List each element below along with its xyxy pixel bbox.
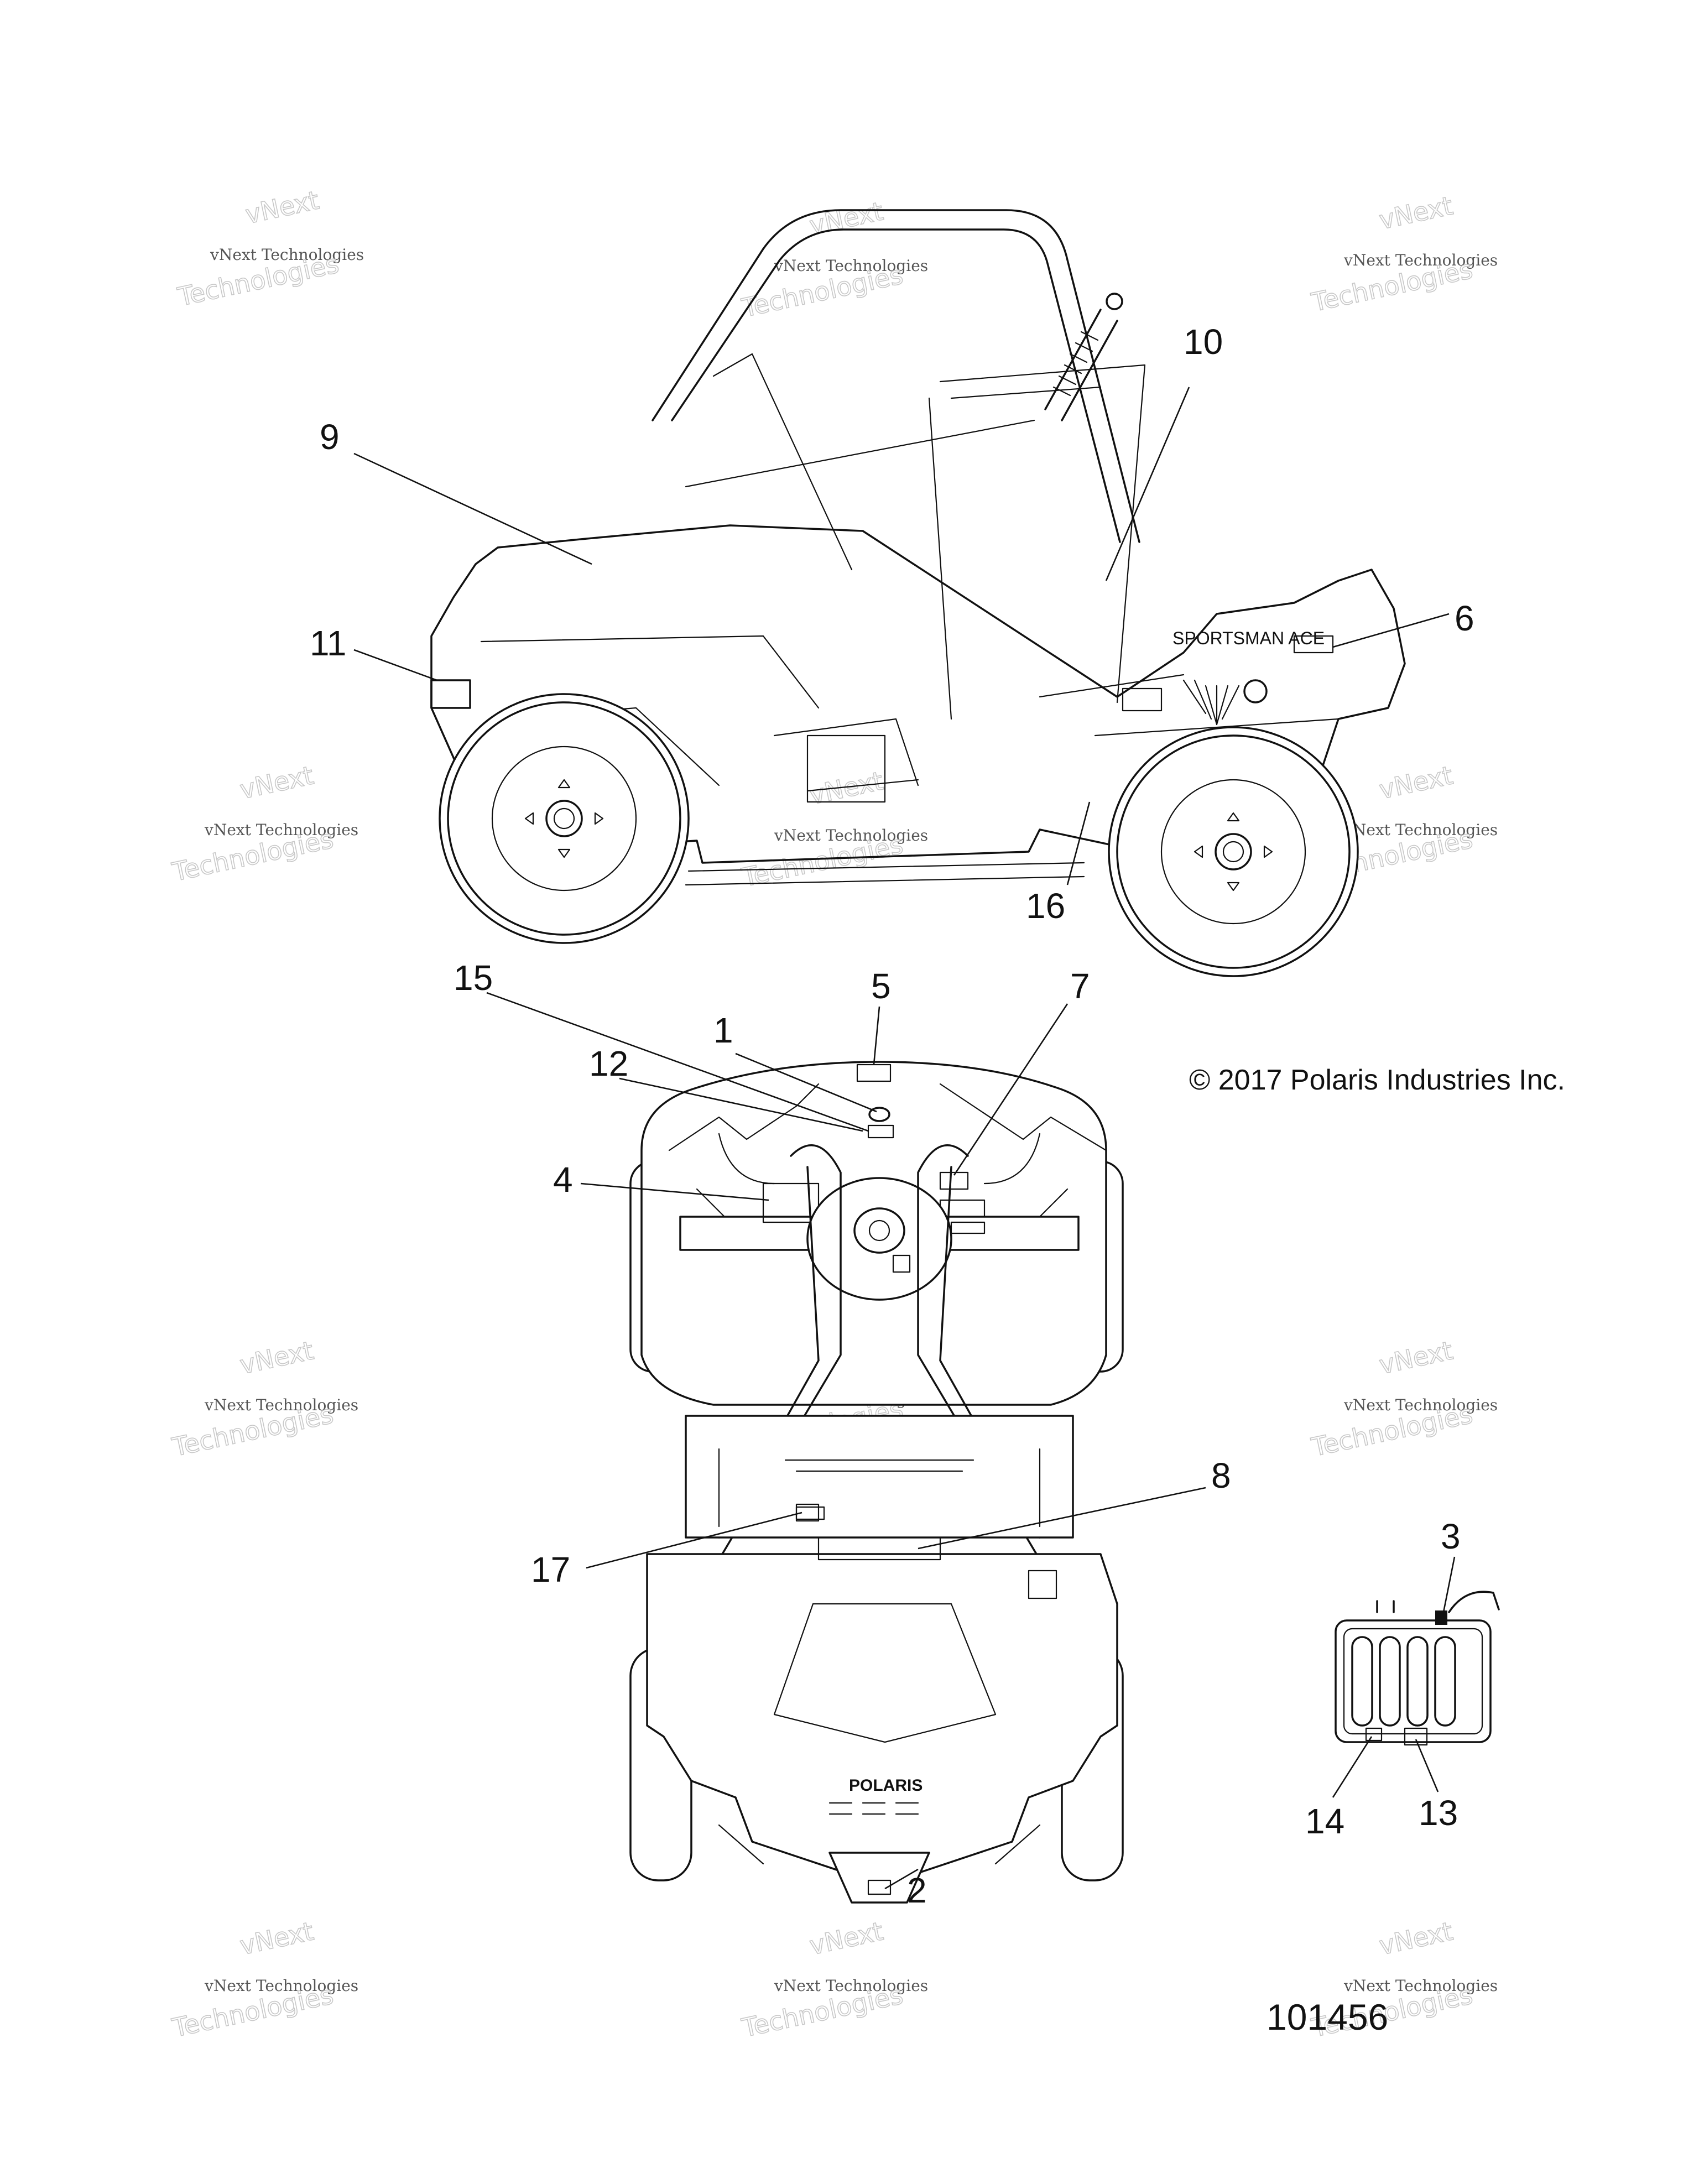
polaris-grille-decal: POLARIS bbox=[849, 1776, 923, 1795]
roll-cage bbox=[652, 209, 1140, 543]
watermark: vNext vNext Technologies Technologies bbox=[1308, 1335, 1498, 1463]
watermark: vNext vNext Technologies Technologies bbox=[174, 185, 364, 312]
side-view-vehicle: SPORTSMAN ACE bbox=[430, 209, 1406, 977]
callout-11: 11 bbox=[310, 623, 346, 663]
rear-wheel bbox=[1108, 726, 1359, 977]
svg-text:vNext Technologies: vNext Technologies bbox=[1343, 1977, 1498, 1995]
callout-9: 9 bbox=[320, 417, 340, 457]
callout-6: 6 bbox=[1455, 598, 1474, 638]
svg-text:vNext: vNext bbox=[1377, 1916, 1456, 1961]
rear-body bbox=[646, 1553, 1118, 1881]
callout-10: 10 bbox=[1184, 322, 1223, 362]
decal-17 bbox=[795, 1506, 825, 1520]
copyright-notice: © 2017 Polaris Industries Inc. bbox=[1189, 1064, 1565, 1096]
front-wheel bbox=[439, 693, 690, 944]
callout-14: 14 bbox=[1305, 1801, 1344, 1841]
decal-4 bbox=[762, 1182, 820, 1223]
svg-text:vNext Technologies: vNext Technologies bbox=[1343, 251, 1498, 269]
rear-hitch bbox=[828, 1852, 930, 1904]
svg-text:vNext: vNext bbox=[807, 765, 886, 810]
svg-text:vNext: vNext bbox=[237, 1335, 316, 1380]
decal-13 bbox=[1404, 1727, 1428, 1746]
callout-5: 5 bbox=[871, 966, 891, 1006]
svg-text:vNext: vNext bbox=[1377, 760, 1456, 805]
callout-13: 13 bbox=[1419, 1793, 1458, 1833]
svg-text:vNext Technologies: vNext Technologies bbox=[1343, 1396, 1498, 1414]
watermark: vNext vNext Technologies Technologies bbox=[1308, 190, 1498, 318]
callout-4: 4 bbox=[553, 1160, 573, 1200]
svg-text:vNext Technologies: vNext Technologies bbox=[1343, 821, 1498, 839]
svg-text:vNext Technologies: vNext Technologies bbox=[774, 826, 928, 845]
svg-text:vNext: vNext bbox=[237, 760, 316, 805]
watermark: vNext vNext Technologies Technologies bbox=[169, 760, 358, 888]
fuel-tank-detail bbox=[1335, 1591, 1500, 1746]
callout-2: 2 bbox=[907, 1870, 927, 1910]
svg-text:vNext: vNext bbox=[1377, 190, 1456, 235]
top-roll-cage bbox=[718, 1144, 1041, 1605]
headlight-decal bbox=[430, 679, 471, 709]
watermark: vNext vNext Technologies Technologies bbox=[738, 1916, 928, 2044]
callout-15: 15 bbox=[454, 958, 493, 998]
svg-text:vNext Technologies: vNext Technologies bbox=[204, 1396, 358, 1414]
svg-text:vNext: vNext bbox=[237, 1916, 316, 1961]
watermark: vNext vNext Technologies Technologies bbox=[1308, 1916, 1498, 2044]
watermark: vNext vNext Technologies Technologies bbox=[169, 1916, 358, 2044]
svg-text:vNext Technologies: vNext Technologies bbox=[774, 1977, 928, 1995]
callout-17: 17 bbox=[531, 1550, 570, 1589]
svg-text:vNext: vNext bbox=[1377, 1335, 1456, 1380]
side-body bbox=[430, 524, 1406, 886]
watermark: vNext vNext Technologies Technologies bbox=[169, 1335, 358, 1463]
decal-3 bbox=[1435, 1610, 1447, 1625]
callout-7: 7 bbox=[1070, 966, 1090, 1006]
svg-text:vNext Technologies: vNext Technologies bbox=[204, 1977, 358, 1995]
callout-8: 8 bbox=[1211, 1456, 1231, 1495]
callout-12: 12 bbox=[589, 1044, 628, 1083]
decal-14 bbox=[1365, 1727, 1383, 1742]
callout-16: 16 bbox=[1026, 886, 1065, 926]
decal-12 bbox=[867, 1124, 894, 1139]
rear-shock-icon bbox=[1044, 293, 1123, 421]
svg-text:vNext Technologies: vNext Technologies bbox=[774, 257, 928, 275]
callout-1: 1 bbox=[713, 1010, 733, 1050]
decal-8 bbox=[817, 1536, 941, 1561]
svg-text:vNext: vNext bbox=[243, 185, 322, 230]
side-panel-decal bbox=[806, 734, 886, 803]
watermark: vNext vNext Technologies Technologies bbox=[738, 765, 928, 893]
decal-2 bbox=[867, 1879, 892, 1895]
sportsman-ace-decal: SPORTSMAN ACE bbox=[1172, 628, 1325, 648]
top-view-vehicle: POLARIS bbox=[629, 1061, 1124, 1904]
callout-3: 3 bbox=[1441, 1516, 1461, 1556]
svg-text:vNext Technologies: vNext Technologies bbox=[204, 821, 358, 839]
svg-text:vNext Technologies: vNext Technologies bbox=[210, 246, 364, 264]
callout-labels: 9 10 11 6 16 15 1 5 7 12 4 8 17 2 3 14 1… bbox=[310, 322, 1474, 1910]
svg-text:vNext: vNext bbox=[807, 1916, 886, 1961]
steering-wheel bbox=[806, 1177, 952, 1301]
rear-decal bbox=[1293, 635, 1334, 654]
watermark: vNext vNext Technologies Technologies bbox=[738, 196, 928, 324]
leader-lines bbox=[353, 387, 1456, 1890]
diagram-part-number: 101456 bbox=[1267, 1997, 1388, 2037]
decal-7 bbox=[939, 1171, 969, 1190]
